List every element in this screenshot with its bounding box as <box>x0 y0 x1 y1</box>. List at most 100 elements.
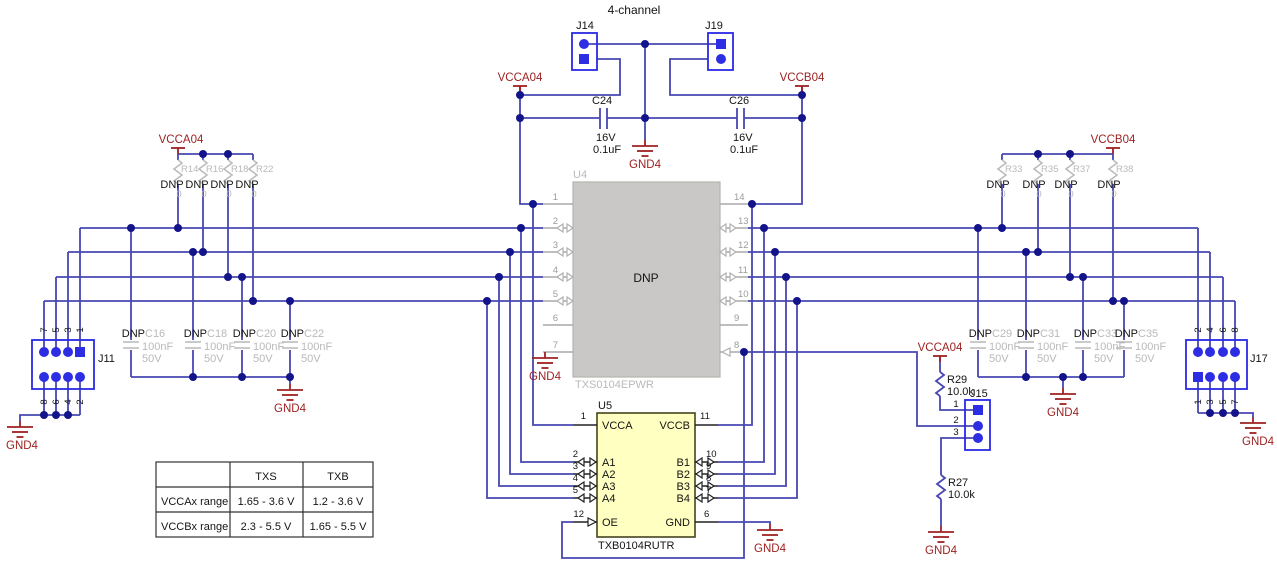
u4-ref: U4 <box>573 169 587 181</box>
svg-text:GND4: GND4 <box>1047 407 1080 419</box>
pull-resistor-labels-right: R33 DNP 0 R35 DNP 0 R37 DNP 0 R38 DNP 0 <box>986 164 1133 200</box>
dnp-label: DNP <box>160 179 183 191</box>
u5-pin-names: VCCA A1 A2 A3 A4 OE VCCB B1 B2 B3 B4 GND <box>602 420 690 529</box>
svg-text:GND4: GND4 <box>1242 436 1275 448</box>
cap-value: 100nF <box>1135 341 1166 353</box>
resistor-value: 0 <box>176 189 181 200</box>
j17-pin-labels: 2 4 6 8 1 3 5 7 <box>1193 327 1241 404</box>
resistor-ref: R35 <box>1041 164 1058 175</box>
dnp-label: DNP <box>235 179 258 191</box>
cap-ref: C20 <box>256 328 276 340</box>
bypass-cap-c24: C24 16V 0.1uF <box>592 95 621 156</box>
svg-text:3: 3 <box>953 427 958 438</box>
svg-text:VCCA04: VCCA04 <box>159 134 204 146</box>
dnp-label: DNP <box>1022 179 1045 191</box>
resistor-value: 0 <box>226 189 231 200</box>
dnp-label: DNP <box>1054 179 1077 191</box>
svg-text:14: 14 <box>734 192 745 203</box>
svg-text:B2: B2 <box>677 469 690 481</box>
cap-ref: C16 <box>145 328 165 340</box>
table-row-label: VCCBx range <box>161 521 228 533</box>
table-cell: 1.65 - 5.5 V <box>310 521 368 533</box>
voltage-range-table: TXS TXB VCCAx range 1.65 - 3.6 V 1.2 - 3… <box>155 461 374 538</box>
svg-text:3: 3 <box>1205 399 1216 404</box>
cap-voltage: 50V <box>204 353 224 365</box>
svg-text:7: 7 <box>553 340 558 351</box>
connector-ref: J17 <box>1250 353 1268 365</box>
cap-ref: C24 <box>592 95 612 107</box>
cap-voltage: 50V <box>301 353 321 365</box>
svg-text:4: 4 <box>63 399 74 404</box>
svg-text:6: 6 <box>51 399 62 404</box>
ic-u5: U5 TXB0104RUTR VCCA A1 A2 A3 A4 OE VCCB … <box>573 400 718 552</box>
resistor-ref: R14 <box>181 164 198 175</box>
svg-text:4: 4 <box>553 265 558 276</box>
cap-ref: C29 <box>992 328 1012 340</box>
dnp-label: DNP <box>986 179 1009 191</box>
connector-ref: J14 <box>576 20 594 32</box>
resistor-value: 0 <box>1036 189 1041 200</box>
resistor-ref: R27 <box>948 477 968 489</box>
connector-j19: J19 <box>705 20 734 71</box>
resistor-ref: R18 <box>231 164 248 175</box>
cap-voltage: 50V <box>253 353 273 365</box>
table-cell: 1.2 - 3.6 V <box>313 496 364 508</box>
svg-text:GND4: GND4 <box>274 403 307 415</box>
gnd-symbol: GND4 <box>925 526 958 557</box>
ground-symbols: GND4 GND4 GND4 GND4 GND4 GND4 GND4 GND4 <box>6 140 1275 557</box>
resistor-value: 0 <box>201 189 206 200</box>
svg-text:4: 4 <box>1205 327 1216 332</box>
svg-text:2: 2 <box>953 415 958 426</box>
table-header: TXS <box>255 471 276 483</box>
vccb-power-symbol: VCCB04 <box>1091 134 1136 154</box>
cap-value: 100nF <box>253 341 284 353</box>
u4-pin-arrows <box>555 222 738 357</box>
svg-text:7: 7 <box>1230 399 1241 404</box>
svg-text:GND4: GND4 <box>754 543 787 555</box>
cap-voltage: 50V <box>989 353 1009 365</box>
bypass-cap-c26: C26 16V 0.1uF <box>729 95 758 156</box>
gnd-symbol: GND4 <box>629 140 662 171</box>
svg-text:5: 5 <box>51 327 62 332</box>
connector-j14: J14 <box>571 20 598 71</box>
connector-ref: J15 <box>970 388 988 400</box>
connector-ref: J11 <box>98 353 115 365</box>
svg-text:VCCA04: VCCA04 <box>498 72 543 84</box>
power-symbols: VCCA04 VCCB04 VCCA04 VCCB04 VCCA04 <box>159 72 1136 362</box>
resistor-r29: R29 10.0k <box>934 371 974 398</box>
svg-text:11: 11 <box>700 411 710 422</box>
resistor-ref: R22 <box>256 164 273 175</box>
dnp-label: DNP <box>210 179 233 191</box>
u5-pin-numbers: 1 2 3 4 5 12 11 10 9 8 7 6 <box>573 411 717 520</box>
svg-text:1: 1 <box>1193 399 1204 404</box>
page-title: 4-channel <box>608 3 661 17</box>
svg-text:A2: A2 <box>602 469 615 481</box>
dnp-label: DNP <box>1115 328 1138 340</box>
resistor-r27: R27 10.0k <box>935 474 975 501</box>
svg-text:5: 5 <box>573 485 578 496</box>
cap-value: 100nF <box>1037 341 1068 353</box>
dnp-label: DNP <box>1017 328 1040 340</box>
dnp-label: DNP <box>122 328 145 340</box>
svg-text:VCCA: VCCA <box>602 420 633 432</box>
dnp-label: DNP <box>185 179 208 191</box>
dnp-label: DNP <box>233 328 256 340</box>
svg-text:OE: OE <box>602 517 618 529</box>
svg-text:GND4: GND4 <box>925 545 958 557</box>
svg-text:9: 9 <box>734 313 739 324</box>
cap-value: 100nF <box>301 341 332 353</box>
svg-text:1: 1 <box>553 192 558 203</box>
cap-voltage: 50V <box>1037 353 1057 365</box>
svg-text:VCCB: VCCB <box>659 420 690 432</box>
svg-text:VCCB04: VCCB04 <box>1091 134 1136 146</box>
svg-text:5: 5 <box>1218 399 1229 404</box>
u4-pin-numbers: 1 2 3 4 5 6 7 14 13 12 11 10 9 8 <box>553 192 749 351</box>
svg-text:12: 12 <box>738 240 749 251</box>
svg-text:B3: B3 <box>677 481 690 493</box>
svg-text:6: 6 <box>553 313 558 324</box>
svg-text:4: 4 <box>573 473 578 484</box>
svg-text:2: 2 <box>75 399 86 404</box>
table-header: TXB <box>327 471 348 483</box>
cap-value: 100nF <box>1094 341 1125 353</box>
svg-text:6: 6 <box>704 509 709 520</box>
